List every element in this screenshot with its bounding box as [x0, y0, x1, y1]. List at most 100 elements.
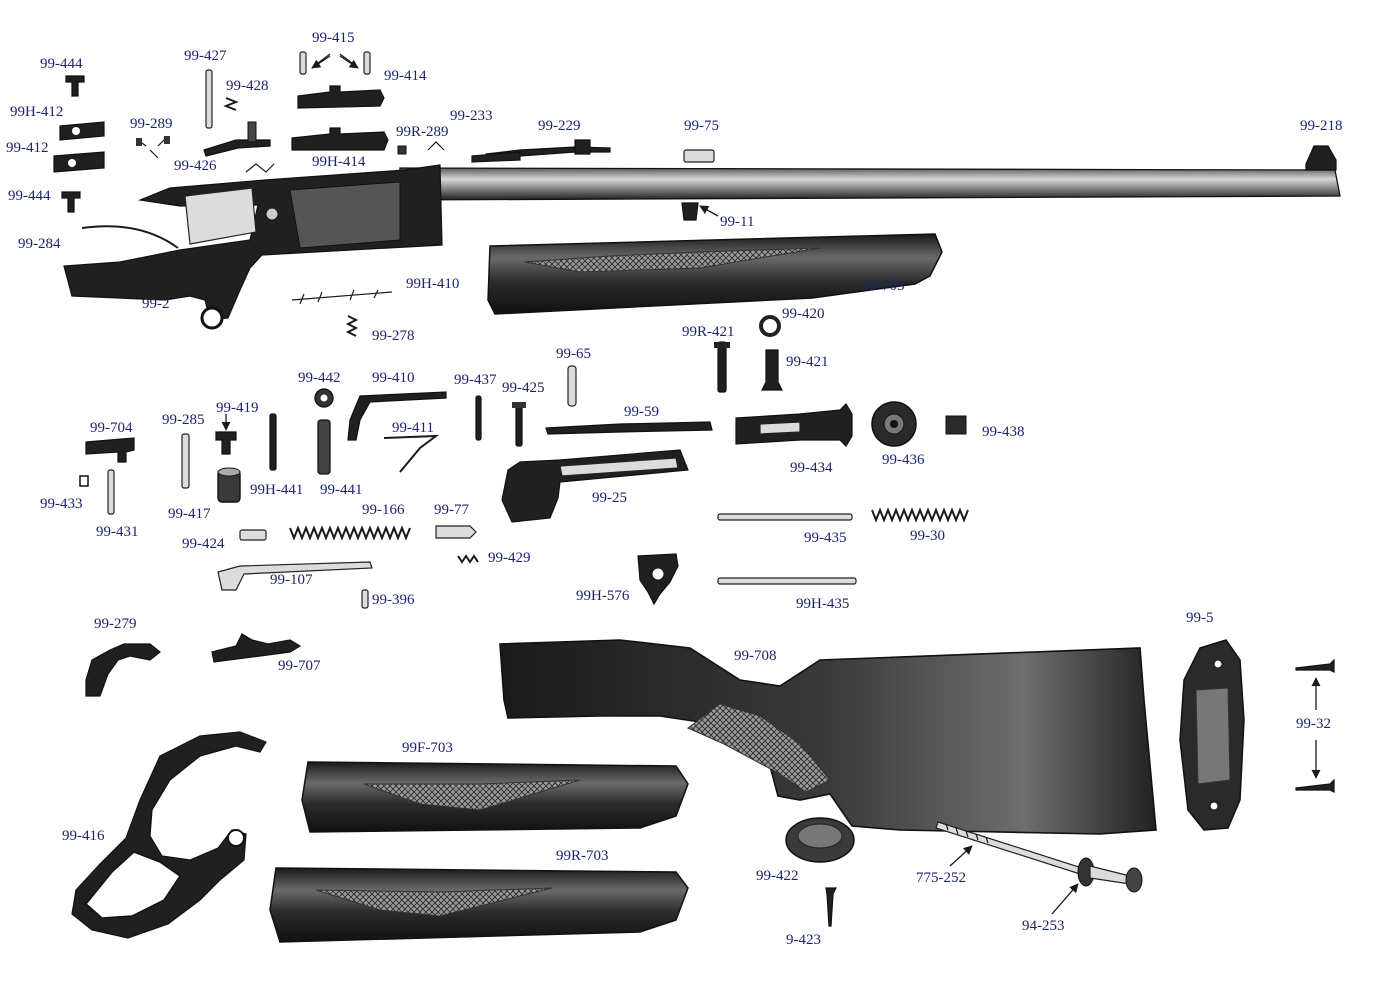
stock-bolt-94-253-part [1077, 857, 1143, 893]
label-99-421: 99-421 [786, 354, 829, 370]
label-99-396: 99-396 [372, 592, 415, 608]
pin-99-415-a-part [299, 51, 307, 75]
label-99-707: 99-707 [278, 658, 321, 674]
screw-99-444-b-part [61, 191, 81, 213]
label-99r-289: 99R-289 [396, 124, 449, 140]
band-99-75-part [683, 149, 715, 163]
pins-99-289-part [137, 137, 167, 159]
arrow-99-415-a [311, 55, 331, 69]
bolt-99-434-part [735, 403, 853, 447]
part-99-704-part [85, 437, 135, 463]
screw-9-423-part [825, 887, 837, 927]
label-94-253: 94-253 [1022, 918, 1065, 934]
arrow-775-252 [949, 845, 973, 867]
spring-99-166-part [289, 525, 411, 541]
label-99-442: 99-442 [298, 370, 341, 386]
pin-99-415-b-part [363, 51, 371, 75]
spring-99-30-part [871, 507, 969, 523]
plate-99h-412-part [59, 121, 105, 141]
label-99-59: 99-59 [624, 404, 659, 420]
pin-99h-441-part [269, 413, 277, 471]
spring-99-284-part [81, 225, 179, 249]
label-99-75: 99-75 [684, 118, 719, 134]
label-99-436: 99-436 [882, 452, 925, 468]
label-99-437: 99-437 [454, 372, 497, 388]
link-99-426-part [203, 139, 271, 157]
trigger-99-279-part [85, 643, 161, 697]
label-99-218: 99-218 [1300, 118, 1343, 134]
label-99-427: 99-427 [184, 48, 227, 64]
label-99h-435: 99H-435 [796, 596, 849, 612]
carrier-99-25-part [501, 449, 689, 523]
screw-99-32-a-part [1295, 658, 1335, 673]
part-99-433-part [79, 475, 89, 487]
label-99-229: 99-229 [538, 118, 581, 134]
plate-99h-414-part [291, 127, 389, 151]
rod-99-435-part [717, 513, 853, 521]
rod-99h-435-part [717, 577, 857, 585]
label-99-441: 99-441 [320, 482, 363, 498]
clip-part [245, 163, 275, 173]
label-99-284: 99-284 [18, 236, 61, 252]
label-99-107: 99-107 [270, 572, 313, 588]
label-99h-576: 99H-576 [576, 588, 630, 604]
label-99-2: 99-2 [142, 296, 170, 312]
label-99-5: 99-5 [1186, 610, 1214, 626]
part-99-77-part [435, 525, 477, 539]
label-99-32: 99-32 [1296, 716, 1331, 732]
part-labels: 99-444 99H-412 99-412 99-444 99-284 99-2… [6, 30, 1343, 948]
plate-99-412-part [53, 151, 105, 173]
screw-99-421-part [761, 349, 783, 391]
spring-99-411-part [383, 434, 440, 473]
label-99-414: 99-414 [384, 68, 427, 84]
extractor-99-59-part [545, 421, 713, 435]
pins-99r-289-part [397, 145, 407, 155]
label-99-11: 99-11 [720, 214, 754, 230]
label-99-410: 99-410 [372, 370, 415, 386]
screw-99-444-a-part [65, 75, 85, 97]
pin-99-65-part [567, 365, 577, 407]
screw-99r-421-part [717, 341, 727, 393]
label-775-252: 775-252 [916, 870, 966, 886]
part-99-424-part [239, 529, 267, 541]
front-sight-part [1305, 145, 1337, 171]
label-99r-421: 99R-421 [682, 324, 735, 340]
label-99-438: 99-438 [982, 424, 1025, 440]
label-99-426: 99-426 [174, 158, 217, 174]
label-99-444-a: 99-444 [40, 56, 83, 72]
label-99-415: 99-415 [312, 30, 355, 46]
pin-99-441-part [317, 419, 331, 475]
label-99-424: 99-424 [182, 536, 225, 552]
label-99-704: 99-704 [90, 420, 133, 436]
arrow-94-253 [1051, 883, 1079, 915]
label-99-435: 99-435 [804, 530, 847, 546]
screw-99-419-part [215, 431, 237, 455]
pin-99-425-part [515, 405, 523, 447]
label-99-166: 99-166 [362, 502, 405, 518]
sear-99h-410-part [291, 289, 393, 305]
label-99-30: 99-30 [910, 528, 945, 544]
spring-99-278-part [345, 315, 359, 337]
label-99-77: 99-77 [434, 502, 469, 518]
label-99-417: 99-417 [168, 506, 211, 522]
label-99-429: 99-429 [488, 550, 531, 566]
part-99-707-part [211, 633, 302, 663]
lever-99-410-part [347, 391, 447, 441]
label-99-289: 99-289 [130, 116, 173, 132]
firing-pin-99-107-part [217, 561, 373, 591]
label-99-433: 99-433 [40, 496, 83, 512]
stud-99-11-part [681, 202, 699, 221]
label-9-423: 9-423 [786, 932, 821, 948]
pin-99-396-part [361, 589, 369, 609]
lever-99-416-part [71, 731, 267, 939]
label-99-279: 99-279 [94, 616, 137, 632]
label-99-65: 99-65 [556, 346, 591, 362]
label-99-25: 99-25 [592, 490, 627, 506]
rear-sight-elevator-part [574, 139, 591, 155]
label-99h-410: 99H-410 [406, 276, 459, 292]
forend-99-703-part [487, 233, 943, 315]
screw-99-32-b-part [1295, 778, 1335, 793]
butt-plate-99-5-part [1179, 639, 1245, 831]
